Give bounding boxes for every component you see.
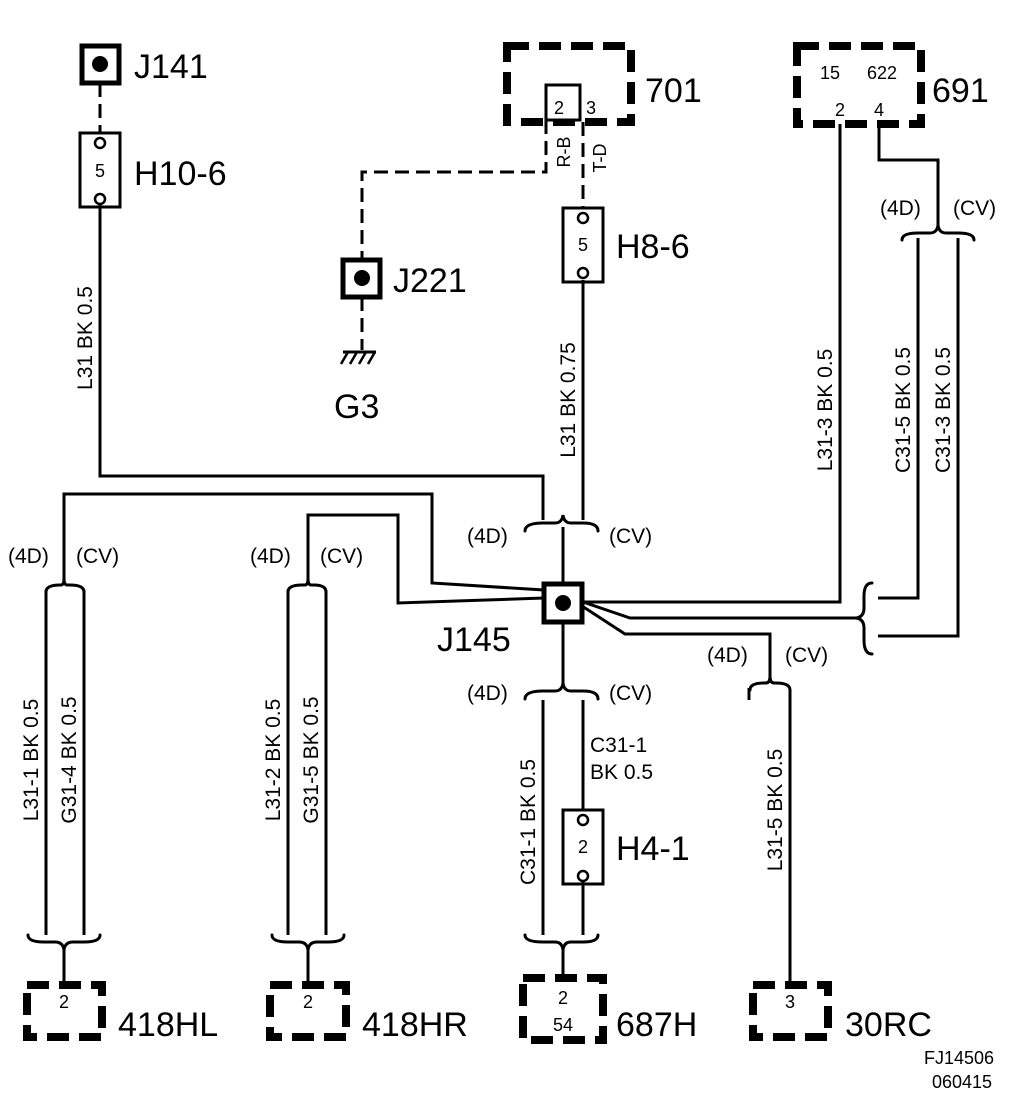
component-30rc-label: 30RC [845,1006,932,1044]
variant-label-4d-j145: (4D) [467,525,508,548]
wire-l31-label: L31 BK 0.5 [74,286,97,390]
variant-brace-top-j145 [523,514,600,533]
variant-label-4d-30rc: (4D) [707,644,748,667]
connector-h4-1-pin-hole-bottom [576,869,590,883]
component-418hl-pin: 2 [59,992,69,1012]
wire-l31-5-label: L31-5 BK 0.5 [764,749,787,872]
ground-g3-label: G3 [334,388,379,426]
splice-j221-label: J221 [393,262,467,300]
connector-h8-6-pin-hole-top [576,211,590,225]
component-418hr-label: 418HR [362,1006,468,1044]
wire-right-bus [582,600,856,620]
component-687h-label: 687H [616,1006,697,1044]
component-418hl-box [23,981,106,1041]
splice-j221-box [340,257,383,300]
connector-h8-6-pin-hole-bottom [576,266,590,280]
wire-691-pin4 [877,124,940,230]
splice-j141-dot [92,56,108,72]
component-691-box [793,42,925,128]
splice-j145-label: J145 [437,621,511,659]
component-30rc-box [749,981,832,1041]
connector-h4-1-label: H4-1 [616,830,690,868]
wire-g31-4-label: G31-4 BK 0.5 [58,696,81,823]
wire-l31-main [98,205,545,520]
variant-label-cv-687h: (CV) [609,682,652,705]
wire-c31-1-right-label-a: C31-1 [590,734,647,757]
connector-h10-6-label: H10-6 [134,155,227,193]
ground-icon [339,350,377,365]
connector-h10-6-pin: 5 [95,161,105,181]
component-701-label: 701 [645,72,702,110]
variant-label-cv-j145: (CV) [609,525,652,548]
variant-label-cv-418hr: (CV) [320,545,363,568]
wire-c31-3-label: C31-3 BK 0.5 [932,347,955,473]
component-691-top-pin-15: 15 [820,63,840,83]
variant-brace-418hr-top [286,577,328,594]
component-691-pin-2: 2 [835,100,845,120]
component-691-label: 691 [932,72,989,110]
variant-brace-691 [900,224,976,242]
connector-h10-6-pin-hole-top [93,136,107,150]
connector-h8-6-label: H8-6 [616,228,690,266]
component-701-pin-2-cell [544,83,582,122]
wire-l31-2-label: L31-2 BK 0.5 [262,699,285,822]
variant-label-cv-691: (CV) [953,197,996,220]
variant-label-4d-418hl: (4D) [8,545,49,568]
variant-brace-right-j145 [855,581,874,656]
wire-to-418hr [306,513,545,605]
variant-label-4d-418hr: (4D) [250,545,291,568]
component-687h-pin-54: 54 [553,1015,573,1035]
wire-c31-3 [878,238,960,638]
component-418hr-box [266,981,350,1041]
wire-c31-1-right-label-b: BK 0.5 [590,761,653,784]
wire-g31-5-label: G31-5 BK 0.5 [300,696,323,823]
splice-j221-dot [354,270,370,286]
variant-label-cv-30rc: (CV) [785,644,828,667]
variant-brace-418hl-bottom [26,933,102,951]
wire-c31-5 [878,238,920,600]
variant-brace-418hl-top [44,577,86,594]
variant-brace-418hr-bottom [270,933,346,951]
wire-rb-label: R-B [554,137,574,168]
variant-brace-687h-bottom [523,933,600,951]
figure-code-line2: 060415 [932,1072,992,1092]
connector-h4-1-pin-hole-top [576,813,590,827]
component-701-box [503,42,635,126]
wire-c31-1-left-label: C31-1 BK 0.5 [517,759,540,885]
connector-h10-6-pin-hole-bottom [93,192,107,206]
variant-label-cv-418hl: (CV) [76,545,119,568]
component-691-pin-4: 4 [874,100,884,120]
component-687h-pin-2: 2 [558,988,568,1008]
connector-h8-6-pin: 5 [578,235,588,255]
splice-j141-label: J141 [134,48,208,86]
component-701-pin-2: 2 [554,98,564,118]
wire-l31-1-label: L31-1 BK 0.5 [20,699,43,822]
variant-label-4d-687h: (4D) [467,682,508,705]
component-687h-box [519,974,607,1044]
component-701-pin-3: 3 [586,98,596,118]
component-30rc-pin: 3 [785,992,795,1012]
wire-l31-3-label: L31-3 BK 0.5 [814,349,837,472]
variant-label-4d-691: (4D) [880,197,921,220]
wire-l31-075-label: L31 BK 0.75 [557,342,580,458]
connector-h4-1-pin: 2 [578,837,588,857]
wire-td-label: T-D [590,144,610,173]
wire-l31-3 [583,124,842,604]
wire-rb [360,120,548,262]
figure-code-line1: FJ14506 [924,1048,994,1068]
variant-brace-687h-top [523,682,600,701]
wire-to-418hl [62,492,545,592]
component-418hl-label: 418HL [118,1006,218,1044]
component-691-top-pin-622: 622 [867,63,897,83]
wire-c31-5-label: C31-5 BK 0.5 [892,347,915,473]
component-418hr-pin: 2 [303,992,313,1012]
splice-j145-dot [555,595,571,611]
wire-to-30rc [581,604,772,678]
variant-brace-30rc-top [748,675,792,692]
